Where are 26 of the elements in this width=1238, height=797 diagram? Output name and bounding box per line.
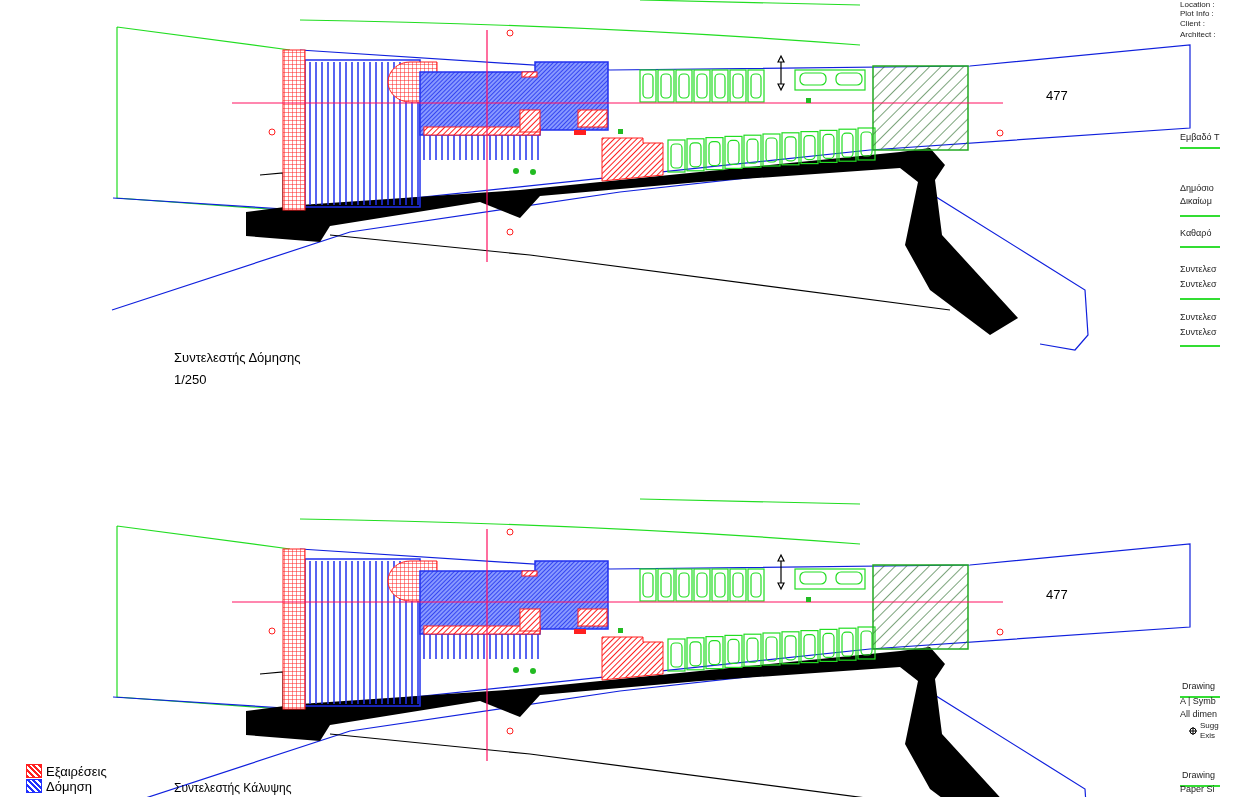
title-block-text: A | Symb	[1180, 697, 1216, 706]
title-block-text: Drawing	[1182, 771, 1215, 780]
title-block-text: Plot Info :	[1180, 10, 1214, 18]
title-block-text: Συντελεσ	[1180, 313, 1217, 322]
title-block-text: Συντελεσ	[1180, 265, 1217, 274]
title-block-text: Client :	[1180, 20, 1205, 28]
title-block-text: Drawing	[1182, 682, 1215, 691]
title-block-text: Συντελεσ	[1180, 328, 1217, 337]
drawing-caption: Συντελεστής Κάλυψης	[174, 782, 292, 796]
scale-text: 1/250	[174, 373, 207, 388]
drawing-caption: Συντελεστής Δόμησης	[174, 351, 301, 366]
title-block-text: Location :	[1180, 1, 1215, 9]
title-block-text: Συντελεσ	[1180, 280, 1217, 289]
title-block-text: All dimen	[1180, 710, 1217, 719]
title-block-text: Paper Si	[1180, 785, 1215, 794]
legend-text: Εξαιρέσεις	[46, 764, 107, 778]
title-block-text: Exis	[1200, 732, 1216, 740]
legend-text: Δόμηση	[46, 779, 92, 793]
title-block-text: Δημόσιο	[1180, 184, 1214, 193]
title-block-text: Architect :	[1180, 31, 1216, 39]
title-block-text: Sugg	[1200, 722, 1219, 730]
title-block-text: Καθαρό	[1180, 229, 1212, 238]
title-block-text: Δικαίωμ	[1180, 197, 1212, 206]
plot-number: 477	[1046, 89, 1068, 104]
title-block-text: Εμβαδό Τ	[1180, 133, 1220, 142]
plot-number: 477	[1046, 588, 1068, 603]
